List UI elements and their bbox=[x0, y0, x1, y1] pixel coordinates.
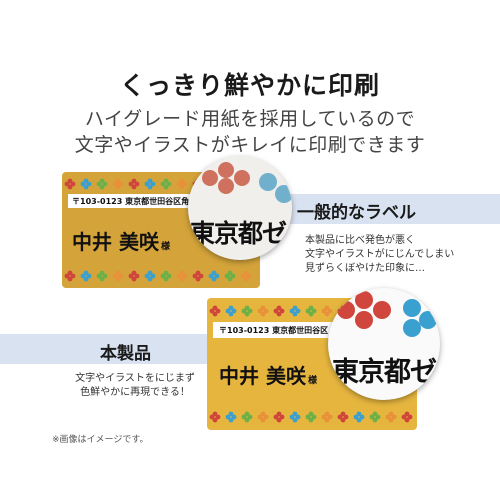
flower-icon bbox=[369, 411, 381, 423]
flower-icon bbox=[321, 411, 333, 423]
flower-icon bbox=[96, 270, 108, 282]
general-label-title-band bbox=[260, 194, 500, 224]
flower-icon bbox=[225, 411, 237, 423]
zoomed-text: 東京都ゼ bbox=[332, 357, 437, 388]
headline: くっきり鮮やかに印刷 bbox=[119, 71, 380, 100]
zoomed-flower-dots bbox=[202, 162, 292, 203]
general-label-description-line: 見ずらくぼやけた印象に… bbox=[305, 263, 425, 274]
flower-pattern-bottom bbox=[64, 270, 252, 282]
flower-icon bbox=[273, 411, 285, 423]
subtext-line-2: 文字やイラストがキレイに印刷できます bbox=[74, 134, 426, 156]
address-text: 〒103-0123 東京都世田谷区角 bbox=[72, 197, 190, 206]
flower-icon bbox=[305, 305, 317, 317]
product-description-line: 文字やイラストをにじまず bbox=[75, 373, 195, 384]
recipient-name-text: 中井 美咲 bbox=[72, 230, 159, 254]
flower-icon bbox=[128, 178, 140, 190]
zoomed-text: 東京都ゼ bbox=[190, 219, 287, 248]
flower-icon bbox=[96, 178, 108, 190]
flower-icon bbox=[209, 411, 221, 423]
flower-icon bbox=[160, 178, 172, 190]
flower-icon bbox=[401, 411, 413, 423]
flower-icon bbox=[241, 411, 253, 423]
general-label-zoom-lens: 東京都ゼ bbox=[188, 156, 292, 260]
flower-icon bbox=[112, 178, 124, 190]
flower-icon bbox=[80, 270, 92, 282]
flower-pattern-bottom bbox=[209, 411, 413, 423]
flower-icon bbox=[224, 270, 236, 282]
flower-icon bbox=[257, 305, 269, 317]
general-label-description-line: 本製品に比べ発色が悪く bbox=[305, 235, 415, 246]
honorific: 様 bbox=[160, 242, 170, 252]
flower-icon bbox=[353, 411, 365, 423]
flower-icon bbox=[160, 270, 172, 282]
flower-icon bbox=[209, 305, 221, 317]
flower-icon bbox=[321, 305, 333, 317]
flower-icon bbox=[257, 411, 269, 423]
zoomed-flower-dots bbox=[337, 291, 437, 337]
recipient-name-text: 中井 美咲 bbox=[219, 364, 306, 388]
flower-icon bbox=[80, 178, 92, 190]
flower-icon bbox=[176, 270, 188, 282]
address-text: 〒103-0123 東京都世田谷区 bbox=[219, 326, 329, 335]
flower-icon bbox=[112, 270, 124, 282]
general-label-title: 一般的なラベル bbox=[297, 203, 416, 223]
general-label-description: 本製品に比べ発色が悪く 文字やイラストがにじんでしまい 見ずらくぼやけた印象に… bbox=[305, 234, 495, 276]
flower-icon bbox=[128, 270, 140, 282]
flower-icon bbox=[64, 270, 76, 282]
recipient-name: 中井 美咲様 bbox=[72, 226, 170, 255]
flower-icon bbox=[144, 178, 156, 190]
flower-icon bbox=[144, 270, 156, 282]
flower-icon bbox=[305, 411, 317, 423]
recipient-name: 中井 美咲様 bbox=[219, 360, 317, 389]
product-title-band bbox=[0, 334, 230, 364]
flower-icon bbox=[176, 178, 188, 190]
subtext-line-1: ハイグレード用紙を採用しているので bbox=[84, 108, 416, 130]
general-label-description-line: 文字やイラストがにじんでしまい bbox=[305, 249, 455, 260]
flower-icon bbox=[64, 178, 76, 190]
flower-icon bbox=[289, 305, 301, 317]
product-title: 本製品 bbox=[100, 344, 151, 364]
flower-icon bbox=[289, 411, 301, 423]
product-description: 文字やイラストをにじまず 色鮮やかに再現できる！ bbox=[60, 372, 210, 400]
honorific: 様 bbox=[307, 376, 317, 386]
flower-icon bbox=[240, 270, 252, 282]
flower-icon bbox=[208, 270, 220, 282]
flower-icon bbox=[337, 411, 349, 423]
product-zoom-lens: 東京都ゼ bbox=[328, 288, 440, 400]
flower-icon bbox=[385, 411, 397, 423]
flower-icon bbox=[225, 305, 237, 317]
flower-icon bbox=[241, 305, 253, 317]
product-description-line: 色鮮やかに再現できる！ bbox=[80, 387, 190, 398]
flower-icon bbox=[192, 270, 204, 282]
flower-icon bbox=[273, 305, 285, 317]
image-note: ※画像はイメージです。 bbox=[52, 435, 149, 445]
